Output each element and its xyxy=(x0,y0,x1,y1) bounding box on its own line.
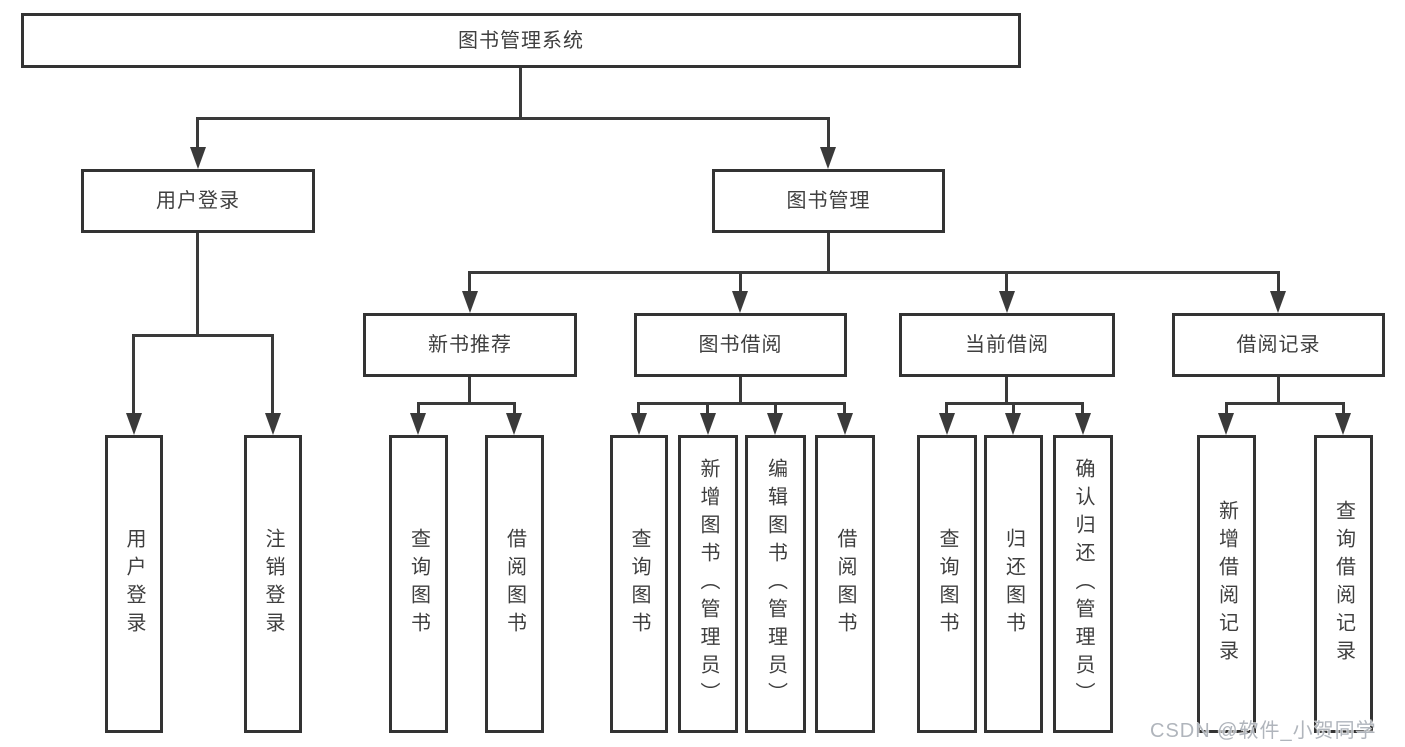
leaf-confirm-return-admin-label: 确认归还（管理员） xyxy=(1072,458,1094,710)
connector-to-records xyxy=(1277,271,1280,293)
arrowhead-leaf-login xyxy=(126,413,142,435)
node-new-book-label: 新书推荐 xyxy=(428,334,512,356)
node-book-management: 图书管理 xyxy=(712,169,945,233)
arrowhead-leaf-logout xyxy=(265,413,281,435)
leaf-add-books-admin-label: 新增图书（管理员） xyxy=(697,458,719,710)
csdn-watermark: CSDN @软件_小贺同学 xyxy=(1150,720,1377,742)
node-library-system: 图书管理系统 xyxy=(21,13,1021,68)
connector-to-borrowing xyxy=(739,271,742,293)
arrowhead-bw-leaf4 xyxy=(837,413,853,435)
leaf-add-borrow-record: 新增借阅记录 xyxy=(1197,435,1256,733)
arrowhead-cb-leaf1 xyxy=(939,413,955,435)
connector-to-current xyxy=(1005,271,1008,293)
connector-user-login-drop xyxy=(196,233,199,337)
node-user-login-label: 用户登录 xyxy=(156,190,240,212)
connector-br-leaf1 xyxy=(1225,402,1228,415)
arrowhead-user-login xyxy=(190,147,206,169)
node-borrowing-records-label: 借阅记录 xyxy=(1236,334,1321,356)
node-book-management-label: 图书管理 xyxy=(786,190,871,212)
leaf-user-login: 用户登录 xyxy=(105,435,163,733)
connector-borrowing-drop xyxy=(739,377,742,405)
connector-nb-leaf1 xyxy=(417,402,420,415)
leaf-edit-books-admin-label: 编辑图书（管理员） xyxy=(764,458,787,710)
arrowhead-borrowing xyxy=(732,291,748,313)
node-user-login: 用户登录 xyxy=(81,169,315,233)
leaf-query-books-current: 查询图书 xyxy=(917,435,977,733)
arrowhead-cb-leaf2 xyxy=(1005,413,1021,435)
arrowhead-new-book xyxy=(462,291,478,313)
leaf-query-borrow-record: 查询借阅记录 xyxy=(1314,435,1373,733)
node-book-borrowing-label: 图书借阅 xyxy=(698,334,783,356)
connector-to-user-login xyxy=(196,117,199,148)
leaf-borrow-books-recommend-label: 借阅图书 xyxy=(503,528,526,640)
arrowhead-bw-leaf2 xyxy=(700,413,716,435)
arrowhead-nb-leaf1 xyxy=(410,413,426,435)
arrowhead-current xyxy=(999,291,1015,313)
connector-borrowing-rail xyxy=(637,402,846,405)
connector-current-drop xyxy=(1005,377,1008,405)
arrowhead-bw-leaf1 xyxy=(631,413,647,435)
arrowhead-br-leaf1 xyxy=(1218,413,1234,435)
connector-new-book-drop xyxy=(468,377,471,405)
arrowhead-nb-leaf2 xyxy=(506,413,522,435)
connector-to-new-book xyxy=(468,271,471,293)
connector-records-rail xyxy=(1225,402,1345,405)
leaf-borrow-books-recommend: 借阅图书 xyxy=(485,435,544,733)
leaf-query-books-recommend-label: 查询图书 xyxy=(407,528,430,640)
connector-br-leaf2 xyxy=(1342,402,1345,415)
leaf-query-books-current-label: 查询图书 xyxy=(936,528,958,640)
leaf-query-books-borrowing-label: 查询图书 xyxy=(628,528,650,640)
node-library-system-label: 图书管理系统 xyxy=(458,29,584,52)
leaf-borrow-books-label: 借阅图书 xyxy=(834,528,856,640)
connector-root-drop xyxy=(519,68,522,120)
leaf-edit-books-admin: 编辑图书（管理员） xyxy=(745,435,806,733)
leaf-query-books-borrowing: 查询图书 xyxy=(610,435,668,733)
leaf-return-books-label: 归还图书 xyxy=(1002,528,1025,640)
connector-to-leaf-logout xyxy=(271,334,274,415)
arrowhead-records xyxy=(1270,291,1286,313)
connector-cb-leaf1 xyxy=(945,402,948,415)
leaf-add-books-admin: 新增图书（管理员） xyxy=(678,435,738,733)
leaf-query-borrow-record-label: 查询借阅记录 xyxy=(1332,500,1355,668)
leaf-add-borrow-record-label: 新增借阅记录 xyxy=(1215,500,1238,668)
connector-new-book-rail xyxy=(417,402,516,405)
connector-user-login-rail xyxy=(132,334,274,337)
node-current-borrowing: 当前借阅 xyxy=(899,313,1115,377)
node-book-borrowing: 图书借阅 xyxy=(634,313,847,377)
leaf-query-books-recommend: 查询图书 xyxy=(389,435,448,733)
connector-bw-leaf4 xyxy=(843,402,846,415)
node-borrowing-records: 借阅记录 xyxy=(1172,313,1385,377)
connector-bw-leaf1 xyxy=(637,402,640,415)
connector-level1-rail xyxy=(196,117,830,120)
leaf-logout: 注销登录 xyxy=(244,435,302,733)
connector-cb-leaf3 xyxy=(1081,402,1084,415)
node-current-borrowing-label: 当前借阅 xyxy=(965,334,1049,356)
leaf-logout-label: 注销登录 xyxy=(262,528,284,640)
connector-records-drop xyxy=(1277,377,1280,405)
node-new-book-recommendation: 新书推荐 xyxy=(363,313,577,377)
connector-nb-leaf2 xyxy=(513,402,516,415)
connector-to-book-management xyxy=(827,117,830,148)
connector-bw-leaf2 xyxy=(706,402,709,415)
connector-bw-leaf3 xyxy=(774,402,777,415)
leaf-user-login-label: 用户登录 xyxy=(123,528,145,640)
connector-to-leaf-login xyxy=(132,334,135,415)
leaf-return-books: 归还图书 xyxy=(984,435,1043,733)
connector-book-management-drop xyxy=(827,233,830,274)
arrowhead-book-management xyxy=(820,147,836,169)
connector-cb-leaf2 xyxy=(1012,402,1015,415)
leaf-borrow-books: 借阅图书 xyxy=(815,435,875,733)
arrowhead-bw-leaf3 xyxy=(767,413,783,435)
arrowhead-cb-leaf3 xyxy=(1075,413,1091,435)
arrowhead-br-leaf2 xyxy=(1335,413,1351,435)
leaf-confirm-return-admin: 确认归还（管理员） xyxy=(1053,435,1113,733)
connector-level2-rail xyxy=(468,271,1280,274)
